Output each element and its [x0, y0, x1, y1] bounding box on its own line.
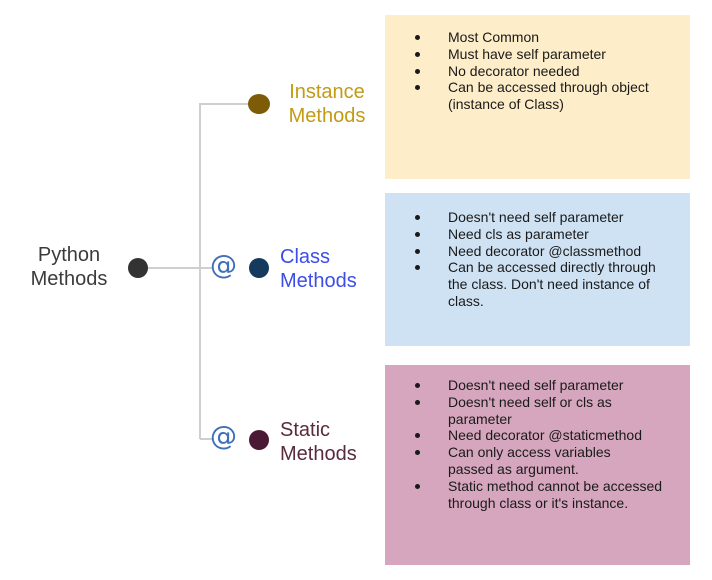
instance-label-line2: Methods — [288, 105, 366, 127]
instance-bullet: Most Common — [415, 29, 682, 46]
root-label-line2: Methods — [30, 268, 108, 290]
static-label: Static Methods — [276, 418, 370, 466]
instance-bullet-list: Most Common Must have self parameter No … — [385, 29, 682, 113]
static-label-line1: Static — [280, 419, 331, 441]
static-dot — [249, 430, 269, 450]
trunk-line — [199, 103, 201, 439]
class-bullet-list: Doesn't need self parameter Need cls as … — [385, 209, 682, 310]
static-bullet: Doesn't need self parameter — [415, 377, 682, 394]
instance-label-line1: Instance — [289, 81, 365, 103]
instance-bullet: No decorator needed — [415, 63, 682, 80]
static-info-box: Doesn't need self parameter Doesn't need… — [385, 365, 690, 565]
class-connector — [200, 267, 214, 269]
class-label-line2: Methods — [280, 270, 357, 292]
root-dot — [128, 258, 148, 278]
static-bullet-list: Doesn't need self parameter Doesn't need… — [385, 377, 682, 511]
static-bullet: Can only access variables passed as argu… — [415, 444, 648, 478]
instance-label: Instance Methods — [278, 80, 376, 128]
root-label: Python Methods — [14, 243, 124, 291]
static-bullet: Doesn't need self or cls as parameter — [415, 394, 633, 428]
static-bullet: Need decorator @staticmethod — [415, 427, 682, 444]
class-bullet: Can be accessed directly through the cla… — [415, 259, 673, 309]
class-dot — [249, 258, 269, 278]
class-info-box: Doesn't need self parameter Need cls as … — [385, 193, 690, 346]
class-bullet: Need cls as parameter — [415, 226, 682, 243]
class-label: Class Methods — [276, 245, 370, 293]
instance-info-box: Most Common Must have self parameter No … — [385, 15, 690, 179]
instance-bullet: Can be accessed through object (instance… — [415, 79, 668, 113]
static-label-line2: Methods — [280, 443, 357, 465]
root-label-line1: Python — [37, 244, 101, 266]
static-bullet: Static method cannot be accessed through… — [415, 477, 663, 511]
root-connector — [140, 267, 200, 269]
class-at-symbol-icon: @ — [210, 250, 237, 281]
static-connector — [200, 438, 214, 440]
instance-bullet: Must have self parameter — [415, 46, 682, 63]
instance-dot — [248, 94, 270, 114]
class-label-line1: Class — [280, 246, 331, 268]
class-bullet: Need decorator @classmethod — [415, 243, 682, 260]
static-at-symbol-icon: @ — [210, 421, 237, 452]
instance-connector — [200, 103, 258, 105]
class-bullet: Doesn't need self parameter — [415, 209, 682, 226]
